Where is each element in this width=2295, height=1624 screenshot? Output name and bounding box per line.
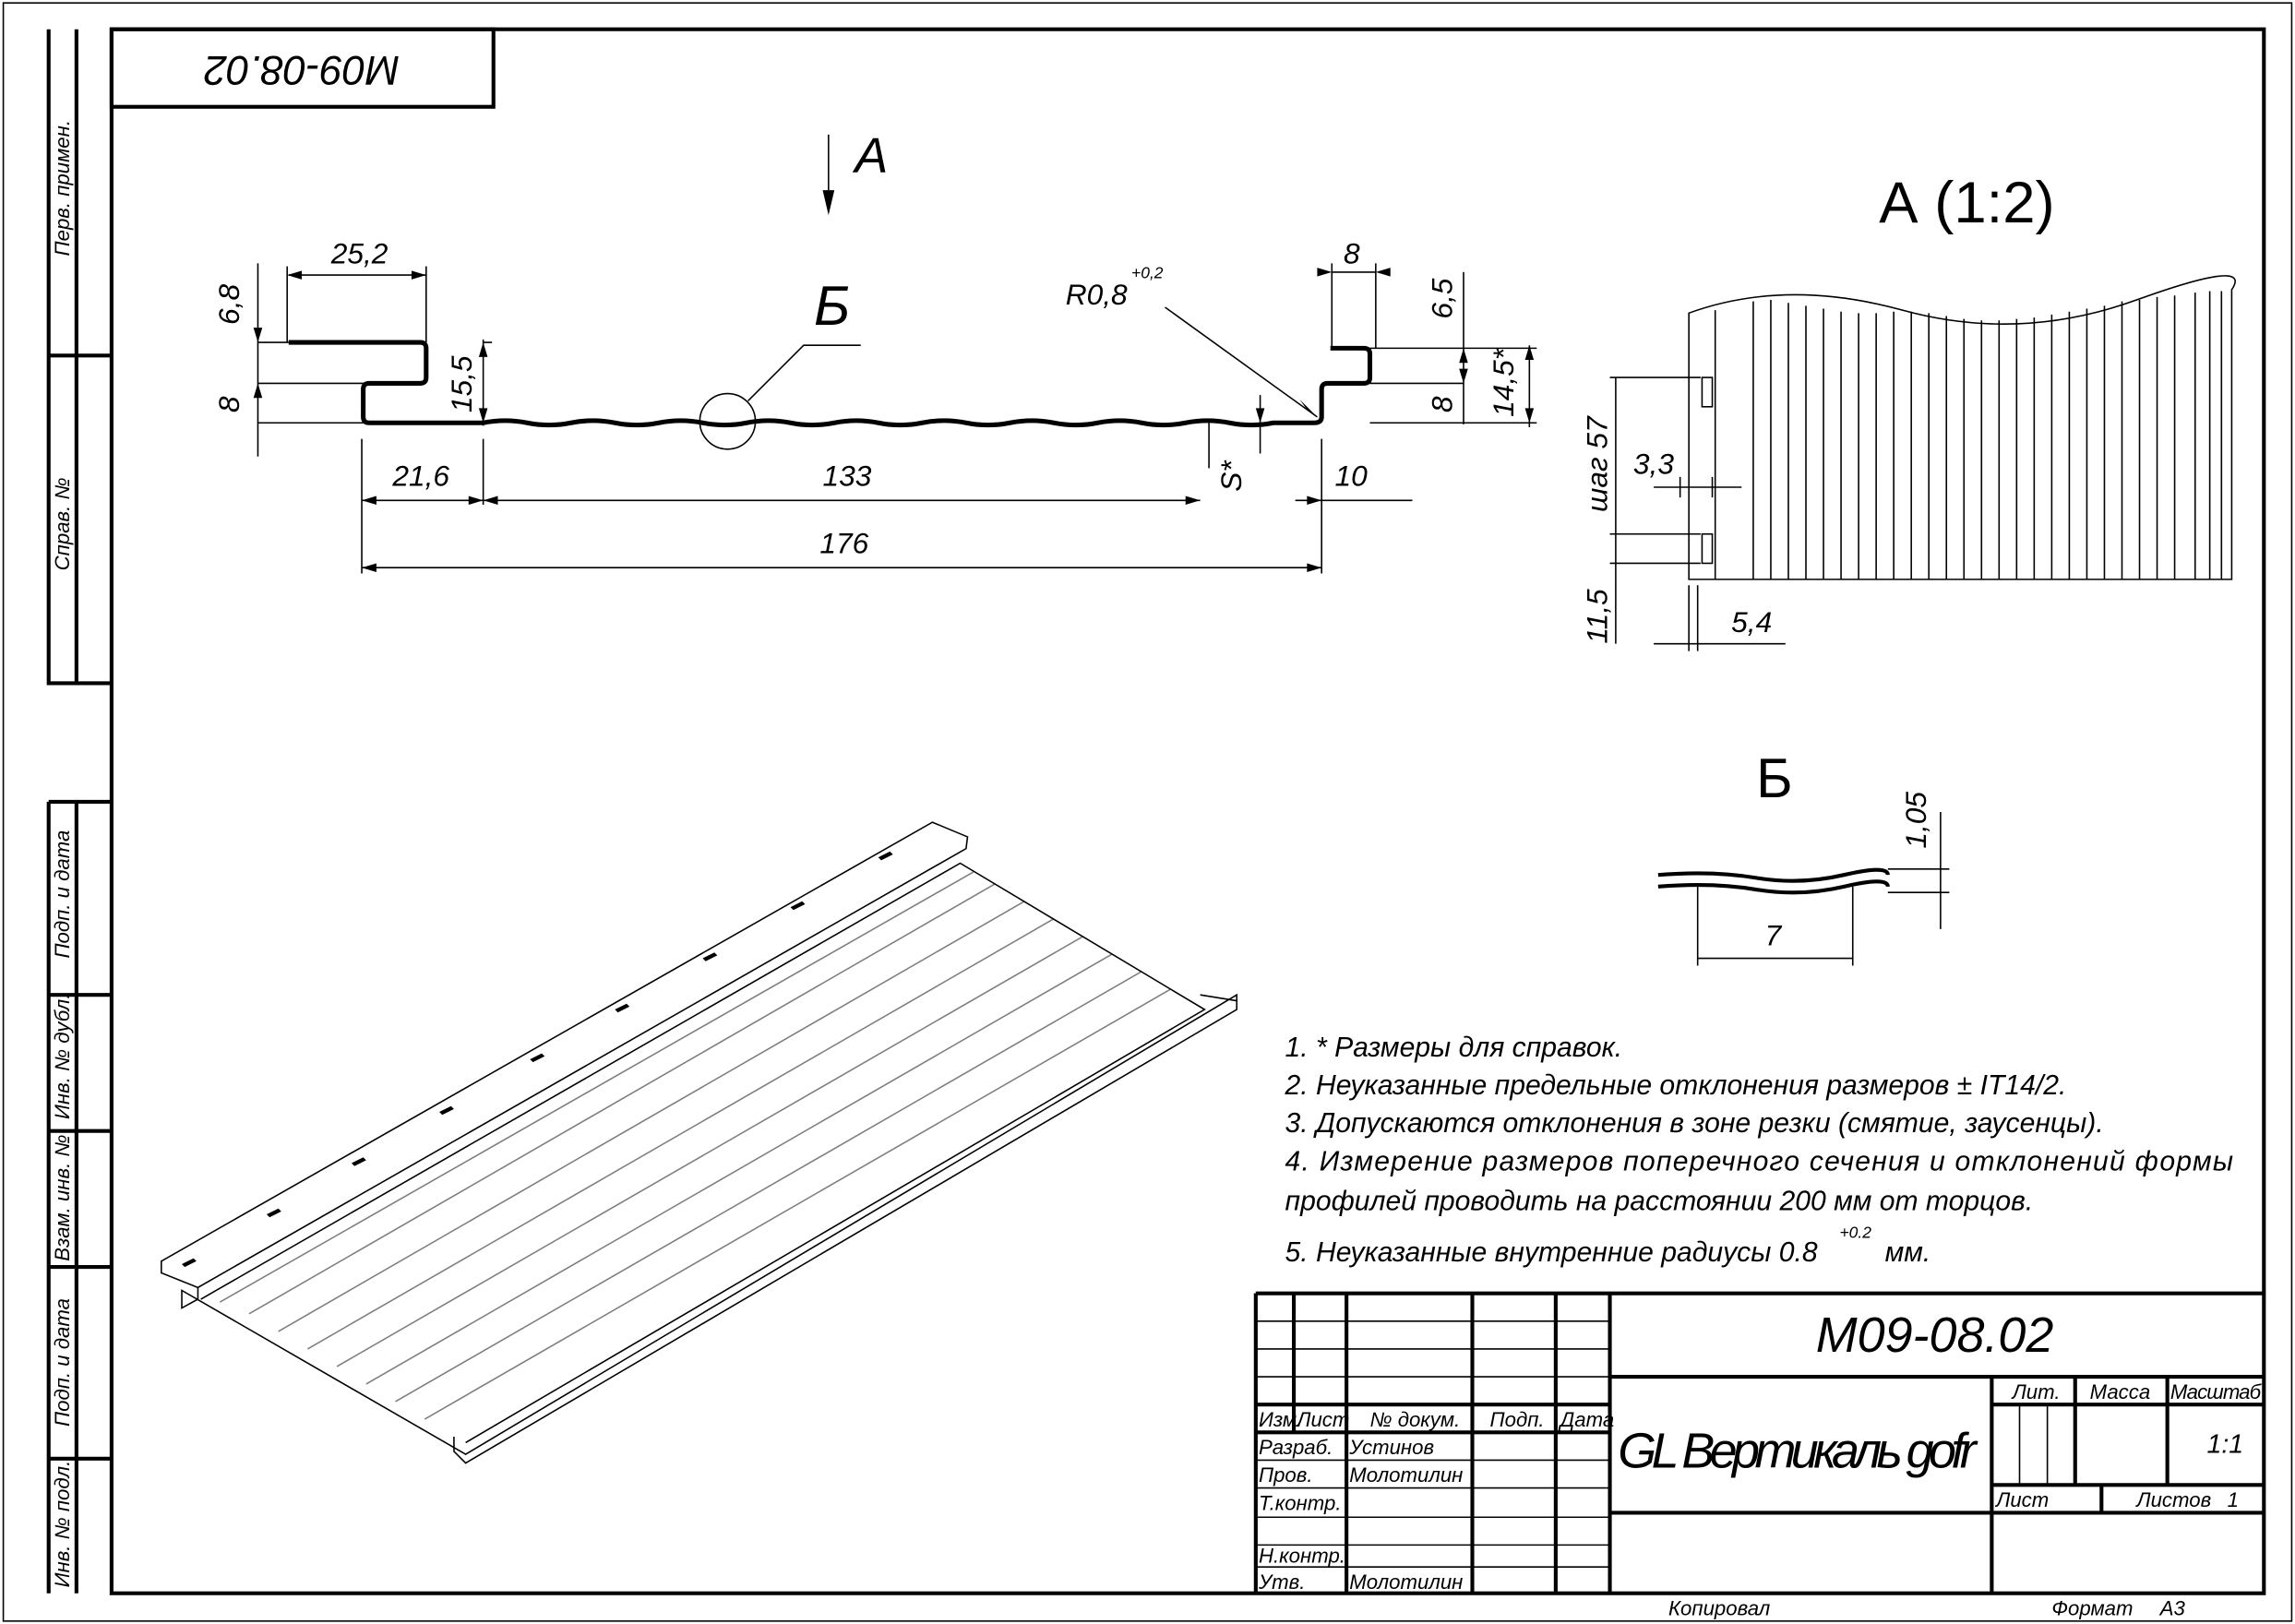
strip-label: Подп. и дата [51, 830, 74, 959]
note-3: 3. Допускаются отклонения в зоне резки (… [1285, 1108, 2104, 1139]
detail-b: Б 7 1,05 [1657, 746, 1950, 966]
person-razrab: Устинов [1348, 1436, 1434, 1459]
role-tkontr: Т.контр. [1259, 1491, 1342, 1514]
dim-25-2: 25,2 [330, 236, 388, 269]
title-code: M09-08.02 [1816, 1308, 2054, 1363]
title-name: GL Вертикаль gofr [1618, 1423, 1978, 1478]
note-4: 4. Измерение размеров поперечного сечени… [1285, 1146, 2233, 1176]
strip-label: Взам. инв. № [51, 1135, 74, 1261]
dim-7: 7 [1765, 918, 1783, 951]
pitch-label: шаг 57 [1580, 415, 1613, 512]
cross-section: А Б R0,8 +0,2 25,2 6,8 8 15,5 21,6 133 S… [212, 128, 1537, 574]
notes: 1. * Размеры для справок. 2. Неуказанные… [1285, 1033, 2233, 1268]
view-arrow-label: А [852, 128, 888, 184]
role-prov: Пров. [1259, 1463, 1313, 1487]
hdr-date: Дата [1558, 1408, 1615, 1431]
view-a-title: А (1:2) [1879, 171, 2054, 235]
hdr-doc: № докум. [1370, 1408, 1461, 1431]
dim-6-5: 6,5 [1425, 278, 1458, 318]
dim-15-5: 15,5 [445, 355, 478, 412]
side-strip: Перв. примен. Справ. № Подп. и дата Инв.… [46, 29, 112, 1594]
sheets-count: 1 [2228, 1488, 2239, 1511]
role-nkontr: Н.контр. [1259, 1544, 1345, 1567]
strip-label: Перв. примен. [51, 120, 74, 256]
scale-label: Масштаб [2170, 1380, 2263, 1403]
dim-1-05: 1,05 [1899, 792, 1932, 849]
note-4-cont: профилей проводить на расстоянии 200 мм … [1285, 1186, 2034, 1216]
dim-3-3: 3,3 [1633, 448, 1674, 481]
strip-label: Подп. и дата [51, 1298, 74, 1427]
radius-label: R0,8 [1066, 278, 1128, 311]
note-5-tolerance: +0.2 [1839, 1223, 1871, 1241]
scale-value: 1:1 [2206, 1429, 2243, 1459]
isometric-panel [161, 821, 1238, 1464]
hdr-izm: Изм. [1259, 1408, 1302, 1431]
dim-5-4: 5,4 [1731, 605, 1772, 639]
copied-label: Копировал [1668, 1596, 1771, 1619]
dim-176: 176 [819, 526, 868, 559]
strip-label: Справ. № [51, 478, 74, 571]
format-value: А3 [2158, 1596, 2186, 1619]
sheets-label: Листов [2134, 1488, 2211, 1511]
dim-6-8: 6,8 [212, 284, 245, 325]
hdr-sign: Подп. [1490, 1408, 1545, 1431]
view-a: А (1:2) шаг 57 3,3 11,5 5,4 [1580, 171, 2236, 651]
radius-tolerance: +0,2 [1131, 263, 1164, 281]
dim-133: 133 [823, 459, 872, 492]
dim-14-5: 14,5* [1487, 347, 1520, 417]
hdr-list: Лист [1295, 1408, 1349, 1431]
note-5: 5. Неуказанные внутренние радиусы 0.8 [1285, 1237, 1818, 1268]
detail-b-title: Б [1756, 746, 1793, 809]
note-1: 1. * Размеры для справок. [1285, 1033, 1623, 1063]
dim-10: 10 [1334, 459, 1368, 492]
mass-label: Масса [2090, 1380, 2151, 1403]
note-2: 2. Неуказанные предельные отклонения раз… [1285, 1070, 2067, 1101]
drawing-frame [109, 27, 2266, 1595]
lit-label: Лит. [2011, 1380, 2061, 1403]
person-prov: Молотилин [1349, 1463, 1463, 1487]
dim-8-top: 8 [1344, 236, 1360, 269]
format-label: Формат [2051, 1596, 2133, 1619]
dim-s: S* [1214, 460, 1248, 492]
person-utv: Молотилин [1349, 1570, 1463, 1594]
note-5-unit: мм. [1885, 1237, 1931, 1268]
strip-label: Инв. № дубл. [51, 994, 74, 1119]
role-razrab: Разраб. [1259, 1436, 1333, 1459]
dim-8-right: 8 [1425, 396, 1458, 412]
dim-11-5: 11,5 [1580, 589, 1613, 644]
title-block: M09-08.02 GL Вертикаль gofr Изм. Лист № … [1253, 1291, 2265, 1594]
detail-marker-label: Б [814, 274, 850, 337]
sheet-label: Лист [1994, 1488, 2049, 1511]
dim-21-6: 21,6 [391, 459, 449, 492]
dim-8: 8 [212, 396, 245, 412]
stamp-code: M09-08.02 [204, 47, 400, 92]
role-utv: Утв. [1258, 1570, 1305, 1594]
strip-label: Инв. № подл. [51, 1461, 74, 1588]
code-stamp [109, 27, 496, 109]
